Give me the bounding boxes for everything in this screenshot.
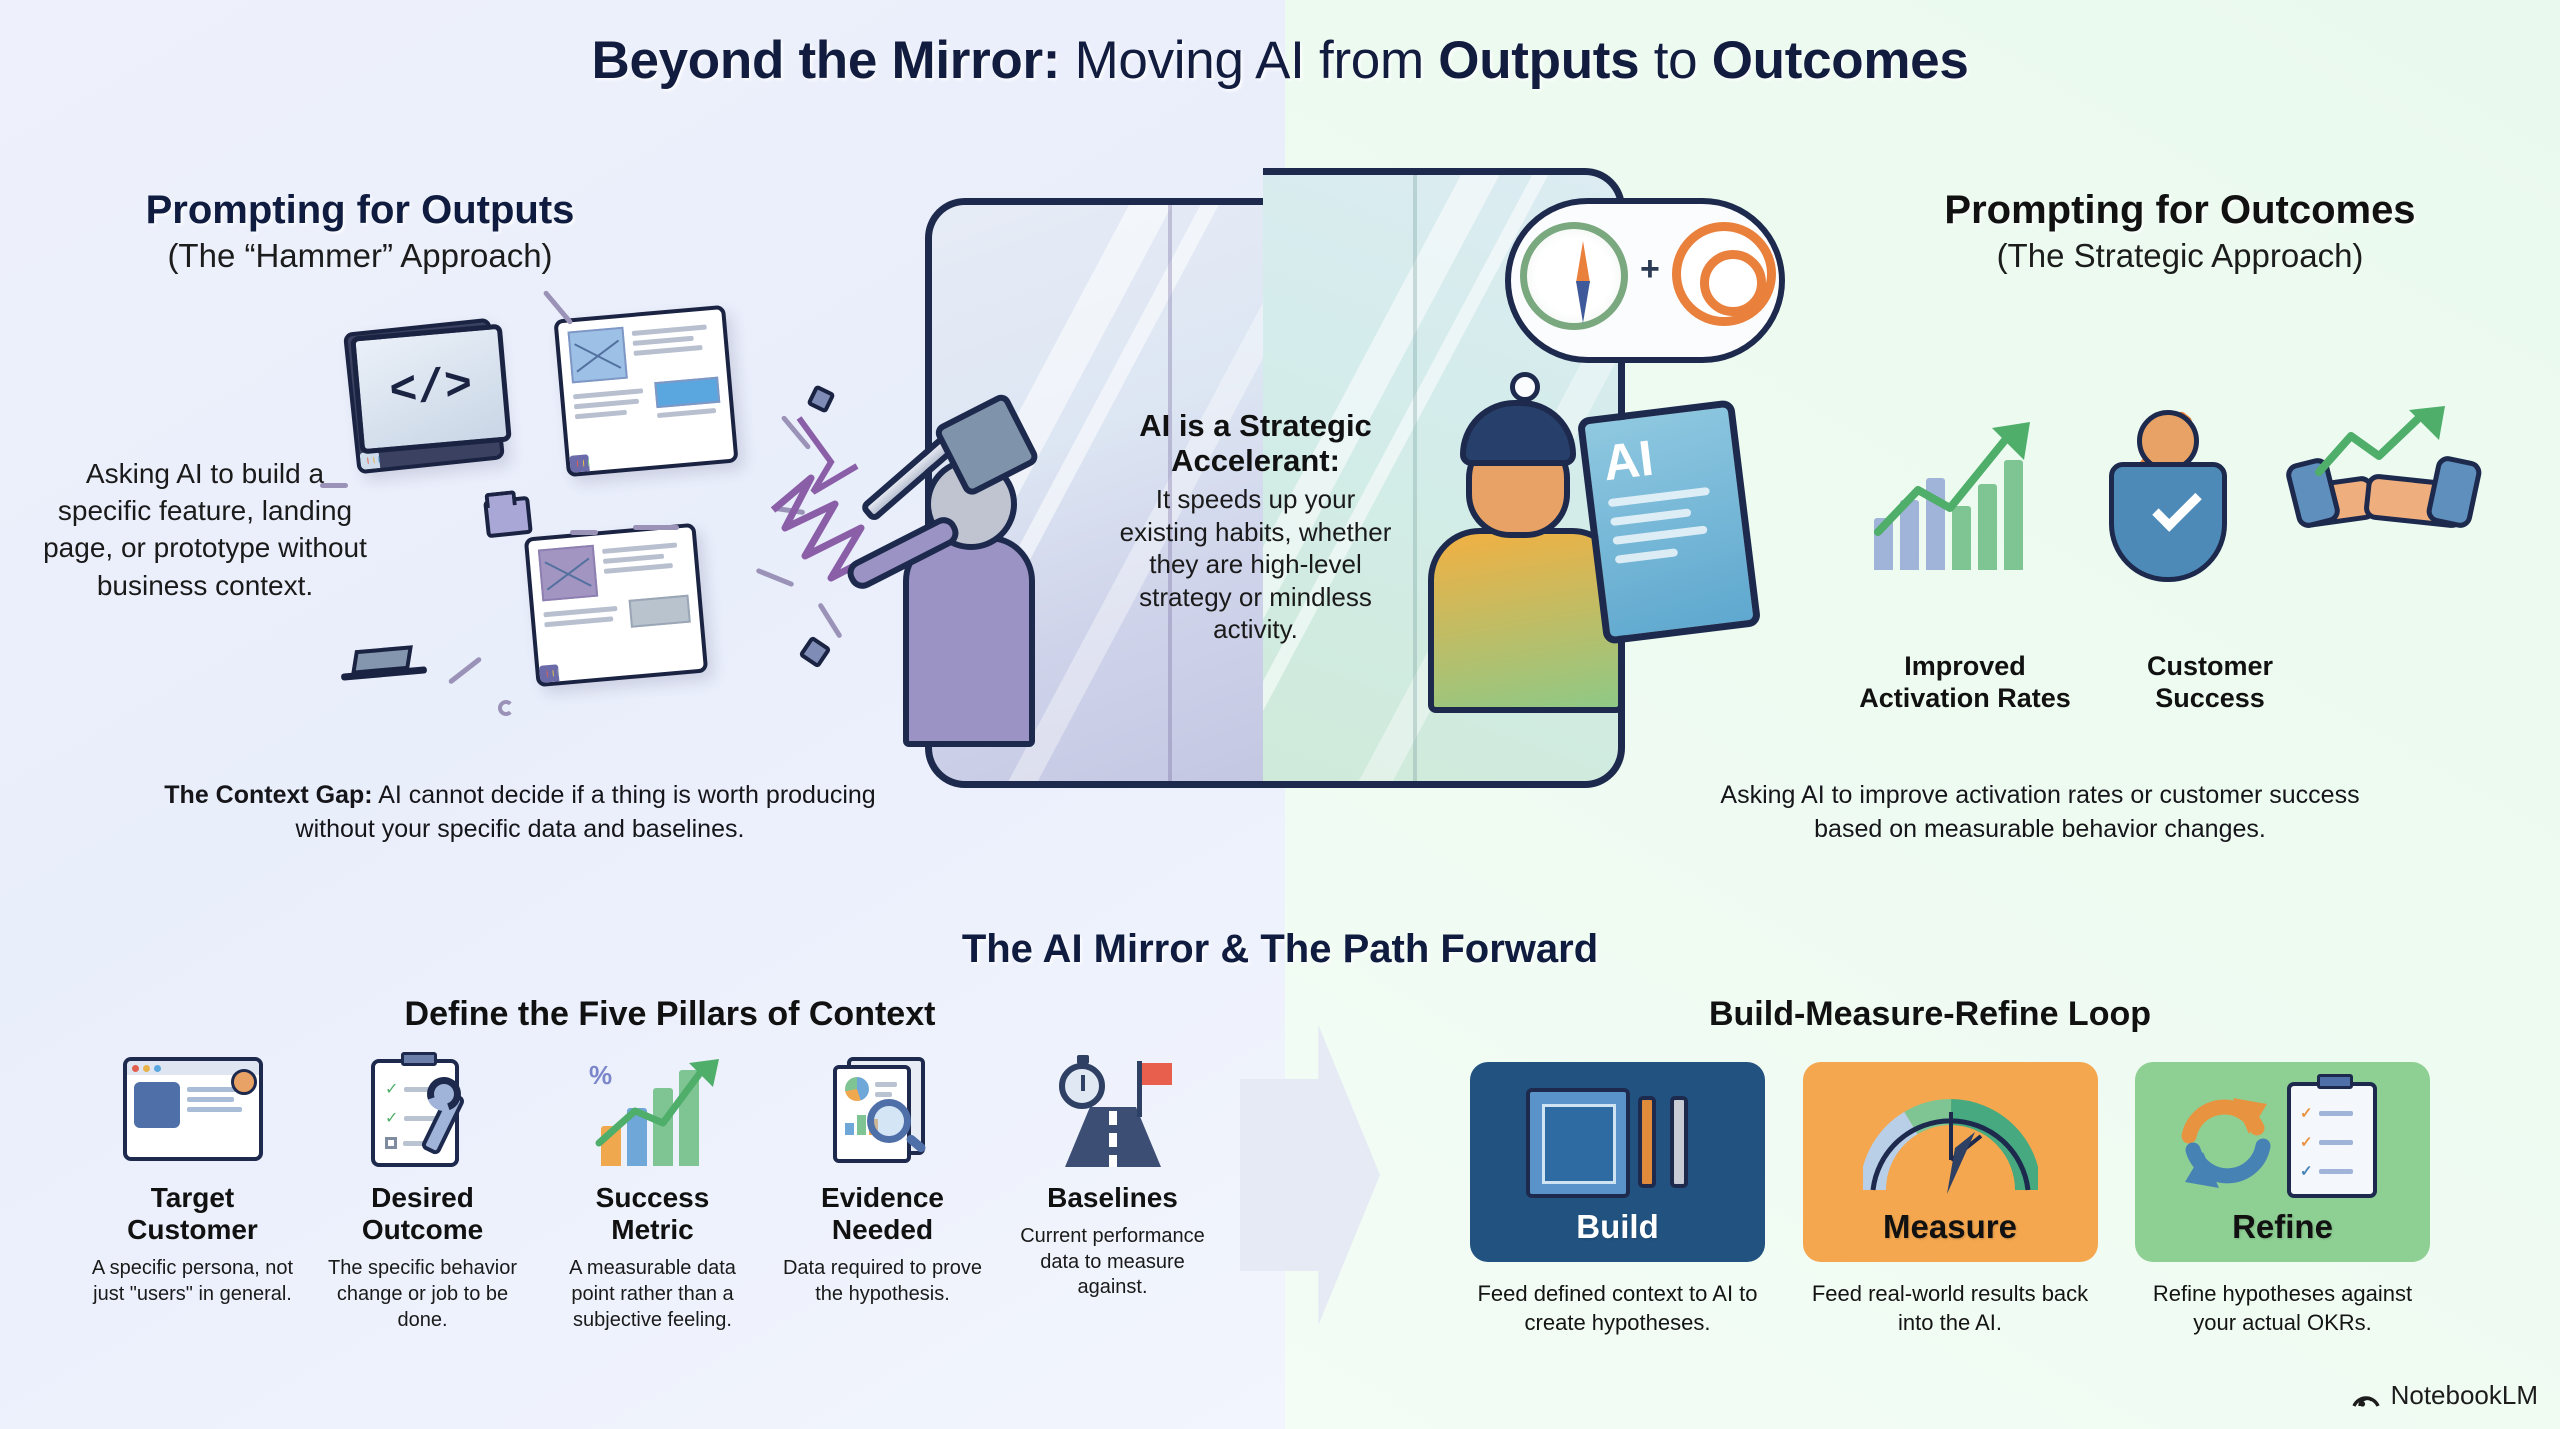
hammer-figure-icon (842, 370, 1085, 780)
loop-heading: Build-Measure-Refine Loop (1708, 995, 2152, 1033)
pillar-baselines: Baselines Current performance data to me… (1005, 1055, 1220, 1333)
loop-card-build-box[interactable]: Build (1470, 1062, 1765, 1262)
loop-card-measure[interactable]: Measure Feed real-world results back int… (1802, 1062, 2098, 1337)
watermark: NotebookLM (2351, 1380, 2538, 1411)
pillar-name: Baselines (1047, 1182, 1178, 1213)
pillar-name: Desired Outcome (361, 1182, 484, 1246)
left-footnote: The Context Gap: AI cannot decide if a t… (150, 778, 890, 846)
title-part-moving: Moving AI from (1060, 31, 1439, 90)
pillars-heading: Define the Five Pillars of Context (404, 995, 936, 1033)
wireframe-content-1 (558, 309, 732, 440)
browser-titlebar-1 (569, 454, 590, 473)
icon-label-customer-success: Customer Success (2110, 650, 2310, 715)
loop-card-refine-caption: Refine hypotheses against your actual OK… (2152, 1281, 2413, 1335)
growth-chart-icon (1870, 420, 2040, 570)
loop-card-refine-label: Refine (2232, 1208, 2333, 1245)
strategist-person-icon (1428, 400, 1692, 760)
icon-label-customer-success-line2: Success (2155, 683, 2265, 714)
user-profile-card-icon (85, 1055, 300, 1170)
pillar-desired-outcome: ✓ ✓ Desired Outcome The specific behavio… (315, 1052, 530, 1333)
code-window-titlebar (359, 451, 381, 470)
right-column-heading-group: Prompting for Outcomes (The Strategic Ap… (1800, 188, 2560, 275)
right-column-heading: Prompting for Outcomes (1944, 188, 2416, 232)
loop-card-build[interactable]: Build Feed defined context to AI to crea… (1470, 1062, 1765, 1337)
pillar-name: Evidence Needed (821, 1182, 944, 1246)
clipboard-wrench-icon: ✓ ✓ (315, 1052, 530, 1170)
loop-card-refine[interactable]: ✓ ✓ ✓ Refine Refine hypotheses against y… (2135, 1062, 2430, 1337)
monitor-code-icon: </> (350, 323, 512, 455)
build-measure-refine-cards: Build Feed defined context to AI to crea… (1470, 1062, 2430, 1337)
loop-card-measure-label: Measure (1883, 1208, 2017, 1245)
documents-magnifier-icon (775, 1055, 990, 1170)
title-part-beyond-mirror: Beyond the Mirror: (591, 31, 1061, 90)
ai-tablet-label: AI (1599, 429, 1657, 492)
outputs-illustration: </> (320, 289, 887, 770)
mirror-message-body: It speeds up your existing habits, wheth… (1119, 484, 1392, 645)
browser-titlebar-2 (539, 664, 560, 683)
browser-window-icon-2 (523, 522, 709, 688)
ai-tablet-icon: AI (1576, 399, 1762, 645)
icon-label-activation-line1: Improved (1904, 651, 2026, 681)
pillar-success-metric: % Success Metric A measurable data point… (545, 1055, 760, 1333)
plus-icon: + (1640, 250, 1660, 288)
left-footnote-rest: AI cannot decide if a thing is worth pro… (295, 781, 876, 843)
right-footnote: Asking AI to improve activation rates or… (1720, 781, 2360, 843)
browser-window-icon (553, 304, 739, 478)
pillar-description: Data required to prove the hypothesis. (782, 1257, 982, 1305)
pillar-target-customer: Target Customer A specific persona, not … (85, 1055, 300, 1333)
right-column-subheading: (The Strategic Approach) (1996, 237, 2364, 274)
title-part-outputs: Outputs (1438, 31, 1640, 90)
monitor-code-glyph: </> (387, 359, 475, 419)
loop-card-measure-box[interactable]: Measure (1802, 1062, 2098, 1262)
watermark-label: NotebookLM (2390, 1380, 2538, 1410)
pillar-name: Target Customer (127, 1182, 258, 1246)
left-footnote-bold: The Context Gap: (164, 781, 373, 809)
mirror-message-heading: AI is a Strategic Accelerant: (1139, 408, 1372, 479)
handshake-icon (2283, 406, 2484, 580)
left-column-heading-group: Prompting for Outputs (The “Hammer” Appr… (0, 188, 740, 275)
bottom-section-title: The AI Mirror & The Path Forward (961, 927, 1599, 971)
icon-label-activation-line2: Activation Rates (1859, 683, 2071, 714)
gauge-icon (1862, 1098, 2038, 1194)
compass-icon (1520, 222, 1628, 330)
page-title: Beyond the Mirror: Moving AI from Output… (0, 30, 2560, 91)
notebooklm-icon (2352, 1395, 2380, 1407)
pillar-description: A measurable data point rather than a su… (569, 1257, 736, 1331)
left-description-text: Asking AI to build a specific feature, l… (43, 458, 367, 601)
pillar-description: The specific behavior change or job to b… (328, 1257, 517, 1331)
pillar-description: Current performance data to measure agai… (1020, 1225, 1205, 1299)
wireframe-content-2 (528, 527, 700, 645)
impact-burst-icon (770, 416, 887, 582)
loop-card-build-label: Build (1576, 1208, 1659, 1245)
five-pillars-list: Target Customer A specific persona, not … (85, 1052, 1220, 1333)
icon-label-activation: Improved Activation Rates (1845, 650, 2085, 715)
pillar-name: Success Metric (595, 1182, 710, 1246)
left-column-subheading: (The “Hammer” Approach) (167, 237, 553, 274)
left-column-heading: Prompting for Outputs (145, 188, 575, 232)
shield-person-icon (2095, 410, 2245, 582)
loop-card-measure-caption: Feed real-world results back into the AI… (1811, 1281, 2089, 1335)
bar-chart-arrow-icon: % (545, 1055, 760, 1170)
outcomes-illustration (1840, 400, 2484, 640)
thought-bubble-dot-large (1510, 372, 1540, 402)
loop-card-build-caption: Feed defined context to AI to create hyp… (1477, 1281, 1758, 1335)
stopwatch-road-flag-icon (1005, 1055, 1220, 1170)
title-part-to: to (1639, 31, 1712, 90)
folder-icon (483, 495, 533, 539)
loop-card-refine-box[interactable]: ✓ ✓ ✓ Refine (2135, 1062, 2430, 1262)
pillar-evidence-needed: Evidence Needed Data required to prove t… (775, 1055, 990, 1333)
target-icon (1672, 222, 1776, 326)
pillar-description: A specific persona, not just "users" in … (91, 1257, 294, 1305)
refresh-icon (2181, 1098, 2271, 1188)
mirror-message: AI is a Strategic Accelerant: It speeds … (1113, 408, 1398, 646)
icon-label-customer-success-line1: Customer (2146, 651, 2274, 681)
title-part-outcomes: Outcomes (1711, 31, 1969, 90)
